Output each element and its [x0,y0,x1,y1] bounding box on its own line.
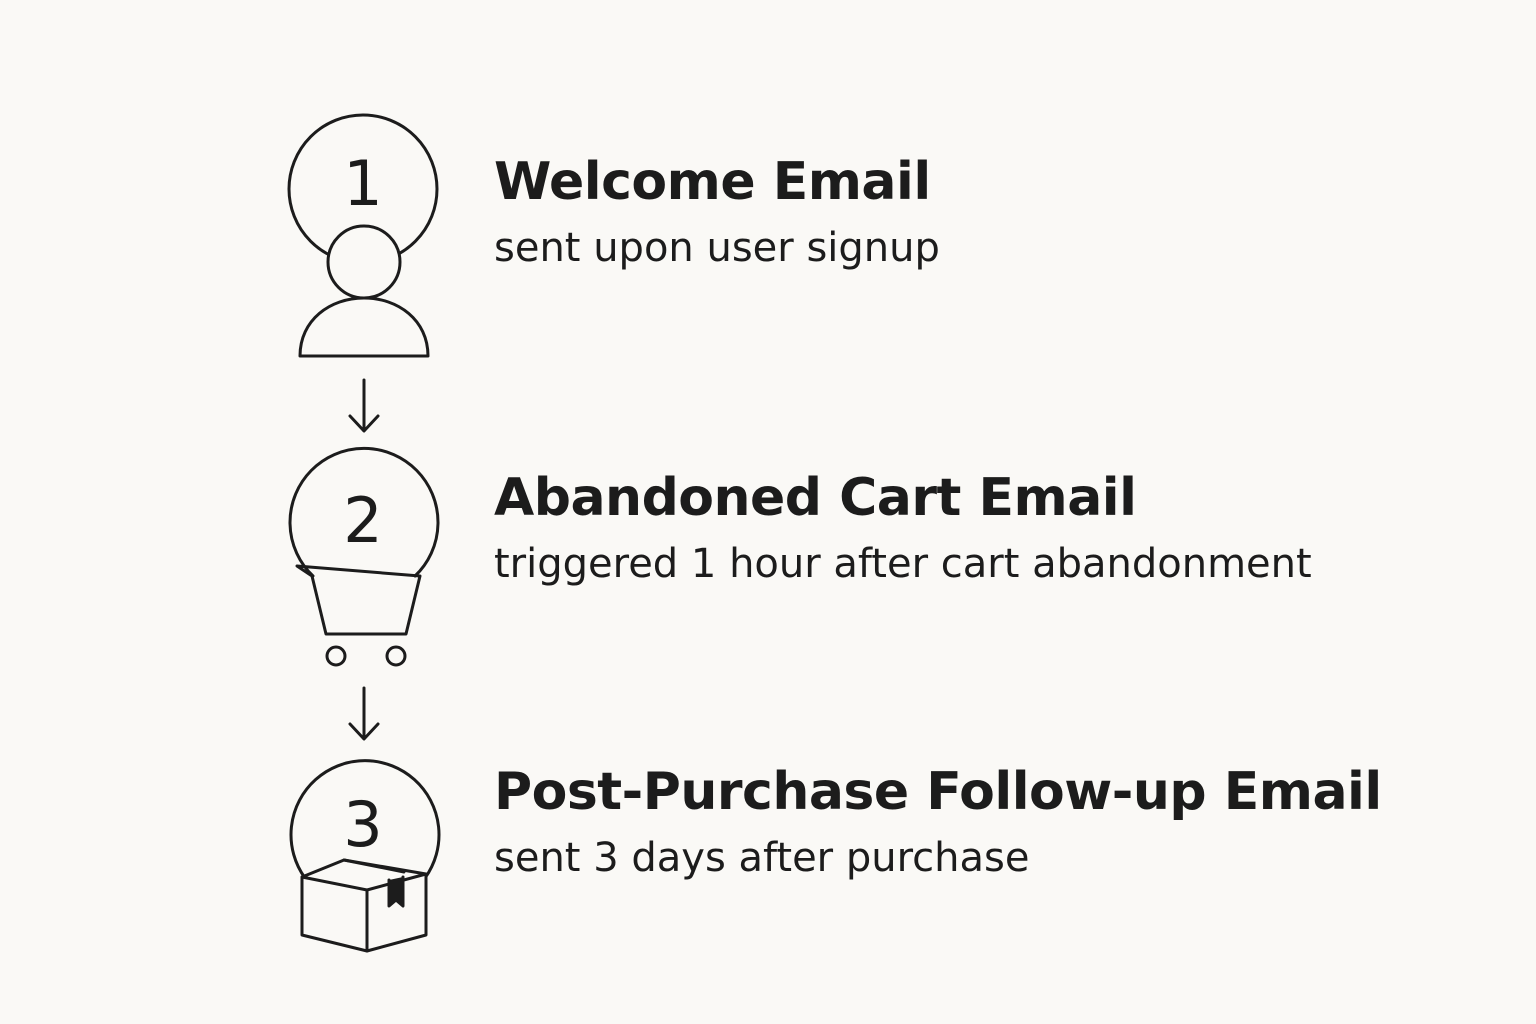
step-1-number: 1 [343,147,382,220]
step-3-number-circle [289,759,441,880]
step-2-text: Abandoned Cart Email triggered 1 hour af… [494,468,1312,588]
user-icon [298,224,430,358]
step-2-description: triggered 1 hour after cart abandonment [494,541,1312,587]
step-1-text: Welcome Email sent upon user signup [494,152,940,272]
step-2-number: 2 [343,484,382,557]
step-3-description: sent 3 days after purchase [494,835,1030,881]
step-3-title: Post-Purchase Follow-up Email [494,762,1382,822]
step-1-description: sent upon user signup [494,225,940,271]
step-3-number: 3 [343,788,382,861]
step-2-number-circle [288,446,440,578]
step-3-badge: 3 [289,759,441,880]
step-1-title: Welcome Email [494,152,931,212]
step-2-title: Abandoned Cart Email [494,468,1137,528]
arrow-down-icon [348,378,380,433]
shopping-cart-icon [295,564,422,667]
step-2-badge: 2 [288,446,440,578]
package-box-icon [300,858,428,953]
arrow-down-icon [348,686,380,741]
step-3-text: Post-Purchase Follow-up Email sent 3 day… [494,762,1382,882]
